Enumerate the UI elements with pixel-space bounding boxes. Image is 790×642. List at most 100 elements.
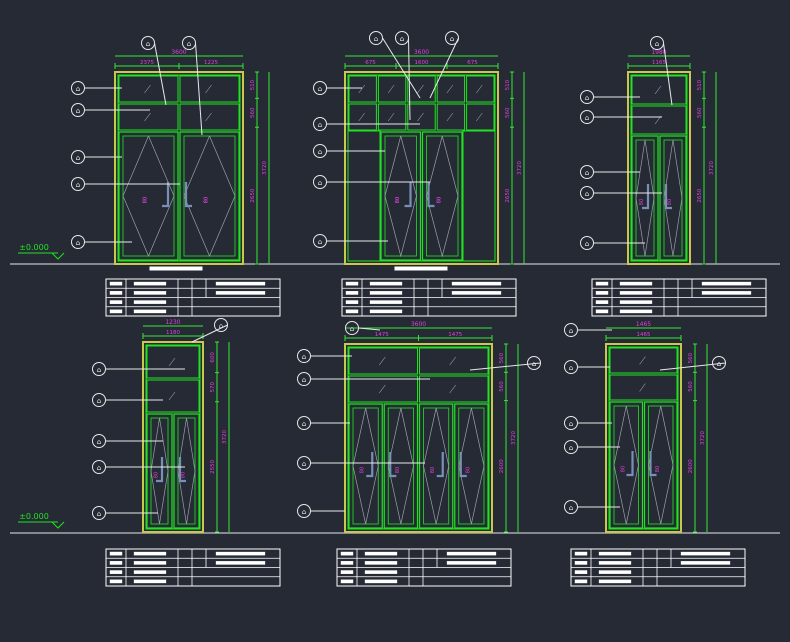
pane-label: 80 [436, 197, 442, 203]
door-inner-frame [608, 346, 679, 530]
door-leaf [659, 135, 687, 261]
door-leaf-glass [613, 405, 639, 525]
title-block-text-bar [598, 561, 632, 565]
transom-pane [118, 103, 179, 131]
title-block-cell-fill [109, 579, 123, 584]
title-blocks [105, 278, 767, 587]
title-block-text-bar [680, 561, 731, 565]
door-leaf [380, 131, 422, 261]
glass-hatch [358, 84, 365, 94]
swing-diamond [426, 135, 459, 258]
level-triangle [51, 252, 65, 260]
swing-diamond [458, 407, 485, 525]
door-leaf [383, 403, 419, 529]
pane-label: 80 [655, 466, 661, 472]
title-block-text-bar [369, 309, 403, 314]
door-leaf-glass [635, 139, 655, 257]
sidelight-pane [347, 130, 381, 262]
glass-hatch [379, 384, 386, 394]
transom-pane [609, 347, 678, 374]
swing-diamond [384, 135, 417, 258]
pane-label: 80 [143, 197, 149, 203]
title-block-cell-fill [109, 281, 123, 286]
title-block-cell-fill [109, 561, 123, 565]
swing-diamond [387, 407, 414, 525]
callout-icon-glyph: ⌂ [219, 322, 223, 330]
door-leaf [643, 401, 678, 529]
callout-icon-glyph: ⌂ [569, 504, 573, 512]
swing-diamond [352, 407, 379, 525]
title-block-text-bar [133, 579, 167, 584]
title-block-text-bar [369, 281, 403, 286]
door-inner-frame [117, 74, 241, 262]
title-block-cell-fill [340, 551, 354, 556]
title-block-text-bar [133, 309, 167, 314]
callout-icon-glyph: ⌂ [585, 94, 589, 102]
callout-icon-glyph: ⌂ [655, 40, 659, 48]
transom-pane [466, 103, 495, 131]
title-block-cell-fill [109, 309, 123, 314]
dim-total: 3720 [709, 161, 715, 175]
transom-pane [348, 103, 377, 131]
dim-value: 2650 [505, 188, 511, 202]
callout-icon-glyph: ⌂ [318, 148, 322, 156]
pull-handle [404, 182, 412, 208]
title-block-text-bar [619, 291, 653, 295]
dim-value: 1465 [637, 332, 651, 338]
callout-icon-glyph: ⌂ [374, 35, 378, 43]
glass-hatch [168, 357, 176, 367]
title-block-cell-fill [574, 579, 588, 584]
title-block-cell-fill [109, 300, 123, 304]
glass-hatch [449, 384, 456, 394]
callout-icon-glyph: ⌂ [76, 154, 80, 162]
callout-icon-glyph: ⌂ [302, 508, 306, 516]
callout-icon-glyph: ⌂ [318, 121, 322, 129]
door-leaf-glass [426, 135, 459, 257]
title-block-cell-fill [595, 300, 609, 304]
callout-icon-glyph: ⌂ [400, 35, 404, 43]
callout-icon-glyph: ⌂ [318, 85, 322, 93]
callout-icon-glyph: ⌂ [302, 353, 306, 361]
callout-icon-glyph: ⌂ [450, 35, 454, 43]
title-block-cell-fill [340, 570, 354, 574]
title-block-text-bar [446, 561, 497, 565]
dim-value: 1225 [204, 60, 218, 66]
transom-pane [466, 75, 495, 103]
title-block-text-bar [133, 551, 167, 556]
dim-total: 3720 [700, 431, 706, 445]
title-block-cell-fill [574, 570, 588, 574]
callout-icon-glyph: ⌂ [76, 239, 80, 247]
pane-label: 80 [204, 197, 210, 203]
dim-value: 675 [365, 60, 376, 66]
door-leaf [348, 403, 383, 529]
title-block-cell-fill [340, 579, 354, 584]
transom-pane [436, 75, 466, 103]
door-leaf [631, 135, 659, 261]
dim-total: 3720 [511, 431, 517, 445]
title-block-text-bar [364, 579, 398, 584]
door-frame [344, 71, 499, 265]
callout-icon-glyph: ⌂ [97, 438, 101, 446]
pull-handle [427, 182, 435, 208]
title-block-text-bar [364, 570, 398, 574]
glass-hatch [417, 112, 424, 122]
pane-label: 80 [360, 467, 366, 473]
title-block-text-bar [215, 281, 266, 286]
glass-hatch [144, 84, 151, 94]
door-frame [114, 71, 244, 265]
pane-label: 80 [395, 197, 401, 203]
leader-line [659, 362, 726, 371]
callout-icon-glyph: ⌂ [318, 179, 322, 187]
dim-total: 3600 [171, 49, 186, 56]
pull-handle [664, 184, 672, 210]
dim-value: 675 [467, 60, 478, 66]
callout-icon-glyph: ⌂ [302, 460, 306, 468]
pane-label: 80 [143, 197, 149, 203]
glass-hatch [387, 112, 395, 122]
title-block-cell-fill [345, 309, 359, 314]
swing-diamond [150, 417, 169, 525]
title-block-text-bar [133, 281, 167, 286]
title-block-cell-fill [345, 300, 359, 304]
callout-icon-glyph: ⌂ [76, 181, 80, 189]
dim-value: 560 [688, 352, 694, 363]
